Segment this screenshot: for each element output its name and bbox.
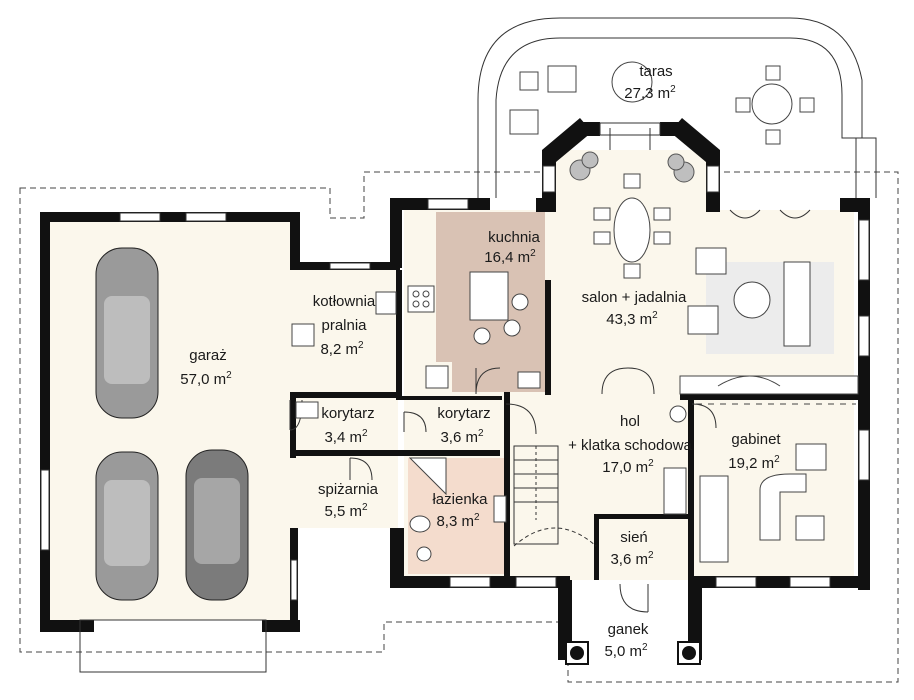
room-kuchnia-area: 16,4 m2 xyxy=(484,248,536,266)
room-kotlownia-name: kotłownia xyxy=(313,293,376,310)
room-korytarz1-area: 3,4 m2 xyxy=(324,428,368,446)
toilet-icon xyxy=(493,495,507,523)
terrace-outline xyxy=(477,17,863,198)
garage-door xyxy=(79,619,267,673)
roof-outline xyxy=(19,171,899,683)
room-garaz-name: garaż xyxy=(189,347,227,364)
room-gabinet-name: gabinet xyxy=(731,431,781,448)
room-salon-name: salon + jadalnia xyxy=(582,289,687,306)
sofa-icon xyxy=(679,247,859,395)
boiler-icon xyxy=(291,323,315,347)
stairs-icon xyxy=(513,445,597,547)
room-sien-name: sień xyxy=(620,529,648,546)
room-lazienka-name: łazienka xyxy=(432,491,488,508)
room-taras-name: taras xyxy=(639,63,672,80)
car-icon xyxy=(95,247,249,601)
garage-floor xyxy=(48,220,292,620)
room-korytarz2-name: korytarz xyxy=(437,405,490,422)
room-spizarnia-area: 5,5 m2 xyxy=(324,502,368,520)
room-lazienka-area: 8,3 m2 xyxy=(436,512,480,530)
room-hol-name: hol xyxy=(620,413,640,430)
room-taras-area: 27,3 m2 xyxy=(624,84,676,102)
room-korytarz1-name: korytarz xyxy=(321,405,374,422)
room-spizarnia-name: spiżarnia xyxy=(318,481,379,498)
room-kuchnia-name: kuchnia xyxy=(488,229,540,246)
chair-icon xyxy=(509,109,539,135)
room-ganek-area: 5,0 m2 xyxy=(604,642,648,660)
closet-icon xyxy=(295,401,319,419)
washer-icon xyxy=(375,291,397,315)
room-klatka-name: + klatka schodowa xyxy=(568,437,692,454)
living-rug xyxy=(706,262,834,354)
porch-columns xyxy=(565,641,701,665)
chair-icon xyxy=(511,293,529,311)
room-kotlownia-area: 8,2 m2 xyxy=(320,340,364,358)
room-pralnia-name: pralnia xyxy=(321,317,367,334)
terrace-rail xyxy=(842,137,877,198)
office-furniture xyxy=(663,403,856,563)
kitchen-fixtures xyxy=(407,271,541,389)
plant-icon xyxy=(569,151,695,183)
room-garaz-area: 57,0 m2 xyxy=(180,370,232,388)
room-ganek-name: ganek xyxy=(608,621,649,638)
room-sien-area: 3,6 m2 xyxy=(610,550,654,568)
bathtub-icon xyxy=(408,457,507,562)
room-hol-area: 17,0 m2 xyxy=(602,458,654,476)
table-icon xyxy=(509,61,815,279)
room-gabinet-area: 19,2 m2 xyxy=(728,454,780,472)
room-salon-area: 43,3 m2 xyxy=(606,310,658,328)
room-labels: taras 27,3 m2 kuchnia 16,4 m2 salon + ja… xyxy=(180,63,781,660)
room-korytarz2-area: 3,6 m2 xyxy=(440,428,484,446)
windows xyxy=(40,122,870,601)
